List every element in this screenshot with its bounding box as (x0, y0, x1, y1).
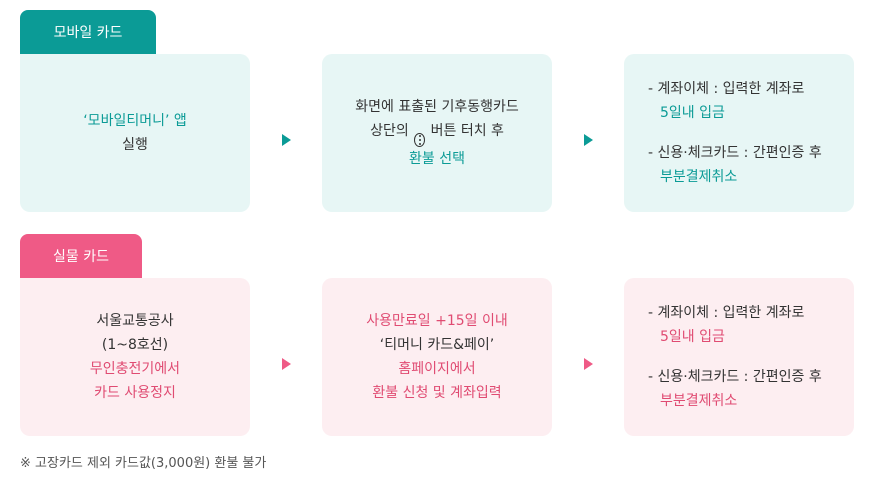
mobile-step3-box: - 계좌이체 : 입력한 계좌로 5일내 입금 - 신용·체크카드 : 간편인증… (624, 54, 854, 212)
physical-refund-card: - 신용·체크카드 : 간편인증 후 부분결제취소 (648, 365, 822, 413)
physical-refund-transfer-value: 5일내 입금 (660, 329, 725, 345)
mobile-step2-line1: 화면에 표출된 기후동행카드 (355, 99, 519, 115)
mobile-arrow-2 (584, 134, 593, 146)
physical-step1-line1: 서울교통공사 (96, 313, 174, 329)
physical-step2-line3: 홈페이지에서 (398, 361, 476, 377)
mobile-step2-line2-pre: 상단의 (370, 123, 414, 139)
mobile-step2-line3: 환불 선택 (409, 151, 465, 167)
mobile-step2-line2: 상단의 버튼 터치 후 (370, 119, 504, 147)
physical-arrow-1 (282, 358, 291, 370)
mobile-step2-line2-post: 버튼 터치 후 (426, 123, 504, 139)
mobile-step1-line1: ‘모바일티머니’ 앱 (83, 113, 187, 129)
physical-step2-box: 사용만료일 +15일 이내 ‘티머니 카드&페이’ 홈페이지에서 환불 신청 및… (322, 278, 552, 436)
physical-step1-box: 서울교통공사 (1~8호선) 무인충전기에서 카드 사용정지 (20, 278, 250, 436)
mobile-step1-line2: 실행 (122, 137, 148, 153)
physical-refund-transfer-label: - 계좌이체 : 입력한 계좌로 (648, 305, 805, 321)
mobile-step2-box: 화면에 표출된 기후동행카드 상단의 버튼 터치 후 환불 선택 (322, 54, 552, 212)
mobile-arrow-1 (282, 134, 291, 146)
physical-step2-line2: ‘티머니 카드&페이’ (379, 337, 495, 353)
vertical-dots-icon (414, 133, 426, 147)
tab-mobile-card: 모바일 카드 (20, 10, 156, 54)
mobile-refund-transfer-label: - 계좌이체 : 입력한 계좌로 (648, 81, 805, 97)
physical-step3-box: - 계좌이체 : 입력한 계좌로 5일내 입금 - 신용·체크카드 : 간편인증… (624, 278, 854, 436)
physical-refund-transfer: - 계좌이체 : 입력한 계좌로 5일내 입금 (648, 301, 804, 349)
physical-step1-line4: 카드 사용정지 (94, 385, 176, 401)
physical-step1-line2: (1~8호선) (101, 337, 169, 353)
physical-refund-card-label: - 신용·체크카드 : 간편인증 후 (648, 369, 822, 385)
tab-physical-card: 실물 카드 (20, 234, 142, 278)
physical-step2-line4: 환불 신청 및 계좌입력 (372, 385, 502, 401)
mobile-refund-card: - 신용·체크카드 : 간편인증 후 부분결제취소 (648, 141, 822, 189)
footnote: ※ 고장카드 제외 카드값(3,000원) 환불 불가 (20, 456, 267, 471)
tab-mobile-card-label: 모바일 카드 (53, 25, 123, 41)
physical-step1-line3: 무인충전기에서 (89, 361, 181, 377)
mobile-refund-transfer: - 계좌이체 : 입력한 계좌로 5일내 입금 (648, 77, 804, 125)
mobile-refund-card-label: - 신용·체크카드 : 간편인증 후 (648, 145, 822, 161)
mobile-step1-box: ‘모바일티머니’ 앱 실행 (20, 54, 250, 212)
physical-arrow-2 (584, 358, 593, 370)
mobile-refund-card-value: 부분결제취소 (660, 169, 738, 185)
physical-step2-line1: 사용만료일 +15일 이내 (366, 313, 508, 329)
tab-physical-card-label: 실물 카드 (53, 249, 109, 265)
physical-refund-card-value: 부분결제취소 (660, 393, 738, 409)
mobile-refund-transfer-value: 5일내 입금 (660, 105, 725, 121)
